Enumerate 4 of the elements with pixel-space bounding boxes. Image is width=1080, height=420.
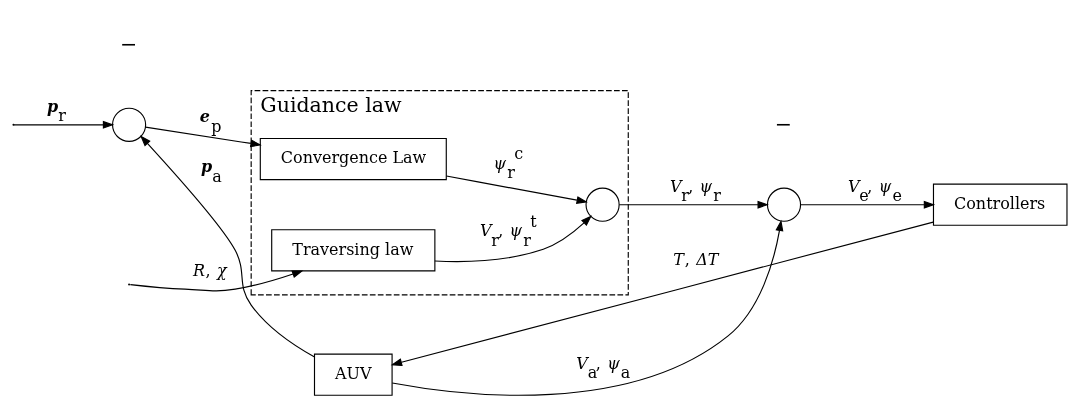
edge-label: T, ΔT	[673, 249, 719, 269]
label: −	[774, 111, 793, 136]
label: −	[119, 31, 138, 56]
edge-label: R, χ	[192, 260, 227, 280]
